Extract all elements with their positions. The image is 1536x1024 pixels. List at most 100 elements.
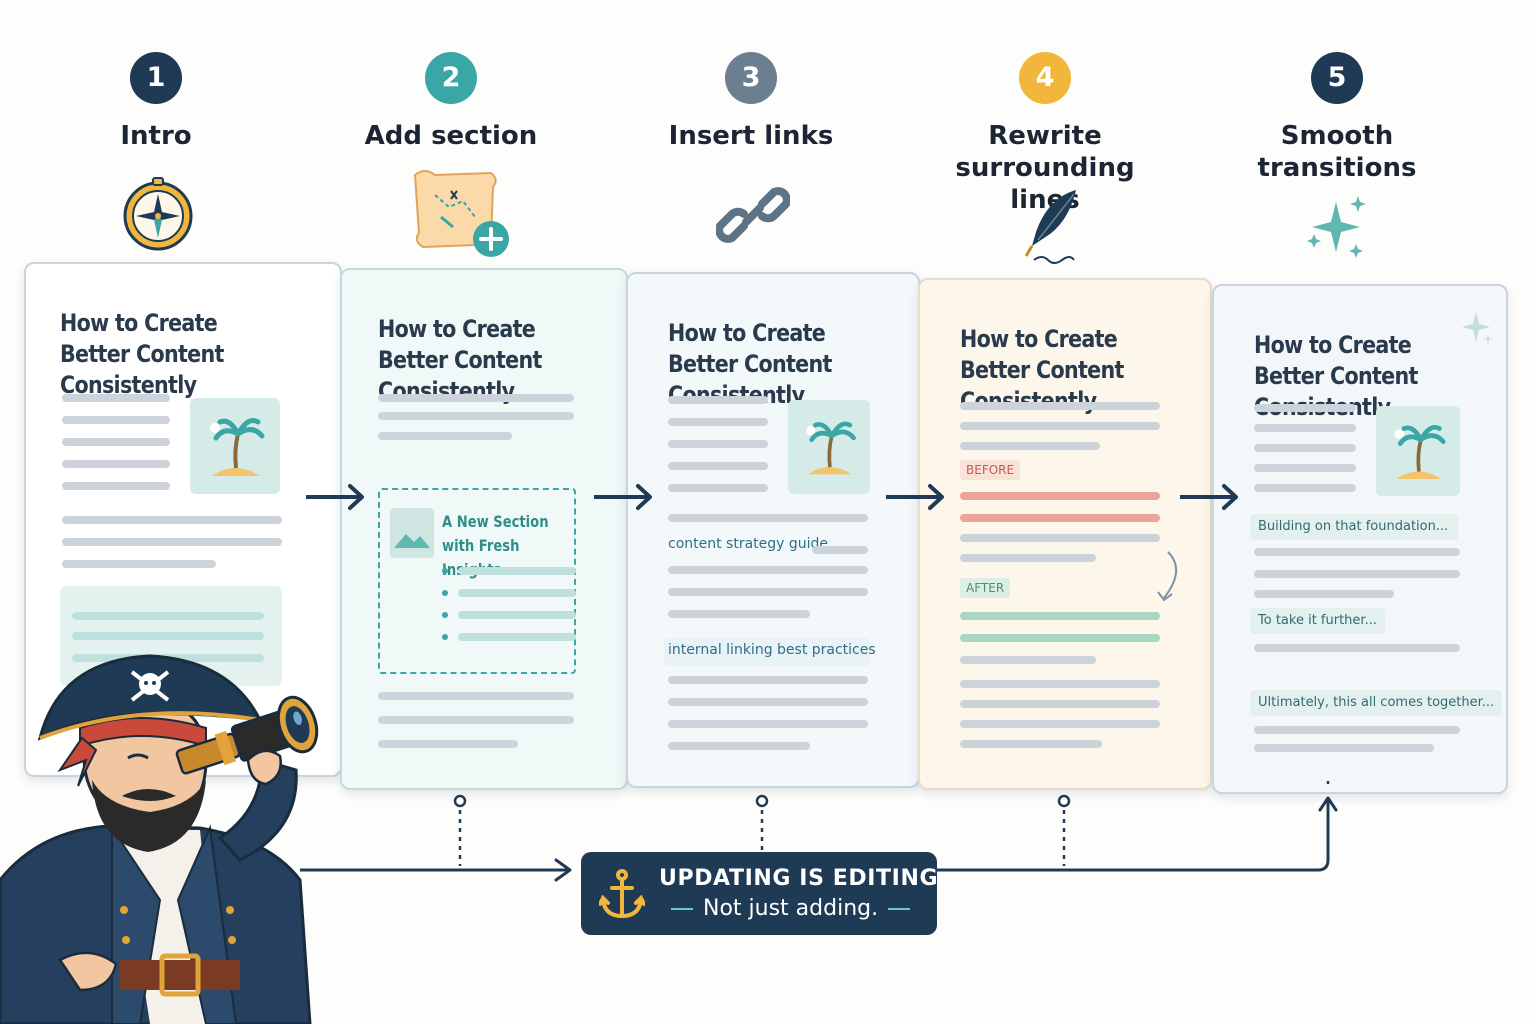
arrow-right-icon [1180, 484, 1238, 510]
compass-icon [123, 177, 193, 251]
text-line [1254, 570, 1460, 578]
text-line [668, 588, 868, 596]
article-card-transitions: How to Create Better Content Consistentl… [1212, 284, 1508, 794]
text-line [72, 612, 264, 620]
step-3: 3 Insert links [601, 52, 901, 152]
island-image-icon [1376, 406, 1460, 496]
article-card-insert-links: How to Create Better Content Consistentl… [626, 272, 920, 788]
text-line [668, 462, 768, 470]
text-line [960, 680, 1160, 688]
bullet-dot [442, 612, 448, 618]
text-line [960, 422, 1160, 430]
text-line [960, 740, 1102, 748]
step-number-badge: 5 [1311, 52, 1363, 104]
sparkles-icon [1307, 196, 1366, 258]
text-line [62, 560, 216, 568]
text-line [1254, 464, 1356, 472]
inline-link[interactable]: content strategy guide [668, 536, 829, 552]
text-line [1254, 484, 1356, 492]
transition-phrase: Building on that foundation... [1250, 514, 1458, 540]
text-line [378, 692, 574, 700]
text-line [62, 438, 170, 446]
text-line [62, 538, 282, 546]
step-1: 1 Intro [6, 52, 306, 152]
banner-headline: UPDATING IS EDITING. [659, 866, 948, 891]
text-line [458, 611, 576, 619]
step-2: 2 Add section [301, 52, 601, 152]
connector-lines [300, 780, 1338, 882]
article-card-add-section: How to Create Better Content Consistentl… [340, 268, 628, 790]
image-placeholder-icon [390, 508, 434, 558]
text-line [378, 740, 518, 748]
transition-phrase: Ultimately, this all comes together... [1250, 690, 1503, 716]
step-number-badge: 3 [725, 52, 777, 104]
banner-subline: Not just adding. [661, 896, 920, 921]
text-line [668, 484, 768, 492]
bullet-dot [442, 568, 448, 574]
dash-decoration [888, 908, 911, 910]
text-line [668, 514, 868, 522]
step-title: Smooth transitions [1257, 121, 1417, 183]
banner-subline-text: Not just adding. [703, 896, 879, 921]
article-title: How to Create Better Content Consistentl… [960, 325, 1124, 415]
text-line [960, 720, 1160, 728]
text-line [378, 716, 574, 724]
text-line [1254, 548, 1460, 556]
text-line [378, 412, 574, 420]
text-line-added [960, 612, 1160, 620]
text-line [960, 442, 1100, 450]
inline-link[interactable]: internal linking best practices [668, 642, 876, 658]
step-number-badge: 2 [425, 52, 477, 104]
text-line [960, 700, 1160, 708]
island-image-icon [190, 398, 280, 494]
text-line [960, 534, 1160, 542]
text-line [72, 632, 264, 640]
bullet-dot [442, 590, 448, 596]
text-line [1254, 744, 1434, 752]
text-line [378, 432, 512, 440]
quill-icon [1024, 190, 1076, 264]
text-line [378, 394, 574, 402]
text-line [668, 698, 868, 706]
text-line [668, 396, 768, 404]
anchor-icon [599, 869, 645, 919]
text-line [62, 416, 170, 424]
text-line [1254, 404, 1356, 412]
pirate-mascot [0, 654, 319, 1024]
article-title: How to Create Better Content Consistentl… [60, 309, 224, 399]
link-highlight [664, 638, 870, 666]
text-line [960, 656, 1096, 664]
text-line [668, 720, 868, 728]
arrow-right-icon [886, 484, 944, 510]
text-line [668, 676, 868, 684]
text-line [1254, 590, 1394, 598]
text-line [1254, 424, 1356, 432]
text-line [458, 567, 576, 575]
island-image-icon [788, 400, 870, 494]
before-tag: BEFORE [960, 460, 1021, 480]
text-line [1254, 644, 1460, 652]
bullet-dot [442, 634, 448, 640]
text-line [62, 516, 282, 524]
after-tag: AFTER [960, 578, 1011, 598]
text-line-removed [960, 514, 1160, 522]
step-number-badge: 1 [130, 52, 182, 104]
text-line [62, 460, 170, 468]
text-line-removed [960, 492, 1160, 500]
map-add-icon [413, 170, 509, 257]
article-title: How to Create Better Content Consistentl… [668, 319, 832, 409]
text-line [668, 418, 768, 426]
transition-phrase: To take it further... [1250, 608, 1385, 634]
new-section-block: A New Section with Fresh Insights [378, 488, 576, 674]
text-line-added [960, 634, 1160, 642]
arrow-right-icon [594, 484, 652, 510]
sparkle-icon [1462, 312, 1493, 344]
step-title: Insert links [668, 121, 834, 151]
step-number-badge: 4 [1019, 52, 1071, 104]
text-line [62, 482, 170, 490]
step-5: 5 Smooth transitions [1187, 52, 1487, 184]
text-line [668, 610, 810, 618]
text-line [1254, 726, 1460, 734]
step-title: Add section [364, 121, 538, 151]
chain-link-icon [716, 187, 790, 243]
